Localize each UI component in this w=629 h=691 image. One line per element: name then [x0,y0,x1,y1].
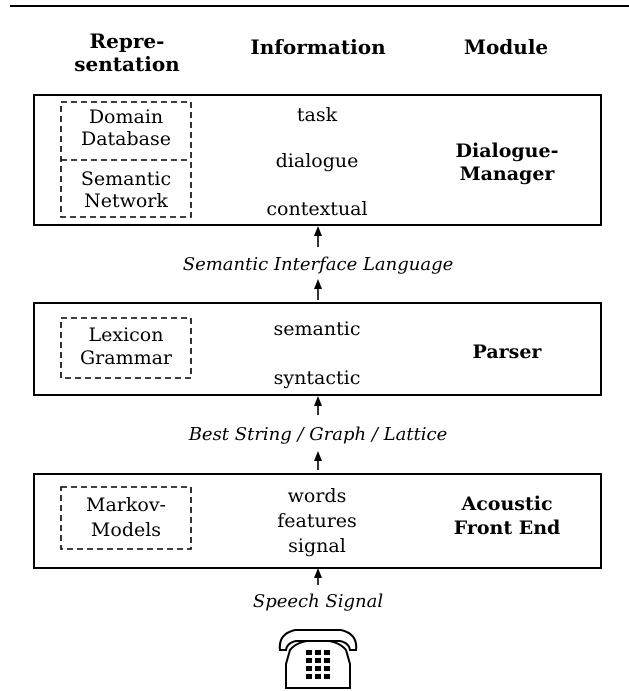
info-syntactic: syntactic [274,367,361,389]
layer-box [33,302,602,396]
module-dialogue-manager-line1: Dialogue- [456,140,559,162]
representation-markov-models-line1: Markov- [86,494,166,516]
representation-lexicon-grammar-line2: Grammar [80,347,173,369]
info-features: features [277,510,357,532]
module-parser: Parser [473,341,543,363]
telephone-body [285,638,351,689]
info-task: task [297,104,338,126]
arrow-up-icon [314,396,322,406]
module-dialogue-manager-line2: Manager [460,163,556,185]
telephone-keypad [306,650,330,679]
layer-parser: Lexicon Grammar semantic syntactic Parse… [33,302,602,396]
telephone-icon [278,629,358,689]
link-label: Speech Signal [253,591,383,612]
representation-domain-database-line1: Domain [89,106,163,128]
representation-domain-database-line2: Database [81,128,171,150]
representation-lexicon-grammar-line1: Lexicon [89,324,164,346]
info-words: words [288,485,347,507]
column-headers: Repre- sentation Information Module [74,29,548,76]
module-acoustic-front-end-line1: Acoustic [460,493,552,515]
info-contextual: contextual [266,198,367,220]
module-acoustic-front-end-line2: Front End [454,517,561,539]
layer-dialogue-manager: Domain Database Semantic Network task di… [33,94,602,226]
link-speech-signal: Speech Signal [253,568,383,612]
link-semantic-interface-language: Semantic Interface Language [183,226,454,300]
representation-markov-models-line2: Models [91,519,161,541]
header-representation-line1: Repre- [90,29,165,53]
layer-box [33,94,602,226]
link-best-string-graph-lattice: Best String / Graph / Lattice [188,396,448,470]
link-label: Semantic Interface Language [183,254,454,275]
arrow-up-icon [314,279,322,289]
info-signal: signal [288,535,346,557]
header-representation-line2: sentation [74,52,180,76]
arrow-up-icon [314,226,322,236]
telephone-handset [278,629,358,651]
arrow-up-icon [314,451,322,461]
header-module: Module [464,35,548,59]
representation-box [60,317,192,379]
info-dialogue: dialogue [276,150,359,172]
layer-box [33,473,602,569]
arrow-up-icon [314,568,322,578]
info-semantic: semantic [274,318,361,340]
representation-semantic-network-line2: Network [84,190,168,212]
representation-semantic-network-line1: Semantic [81,168,171,190]
header-information: Information [250,35,386,59]
link-label: Best String / Graph / Lattice [188,424,448,445]
representation-box [60,486,192,550]
layer-acoustic-front-end: Markov- Models words features signal Aco… [33,473,602,569]
